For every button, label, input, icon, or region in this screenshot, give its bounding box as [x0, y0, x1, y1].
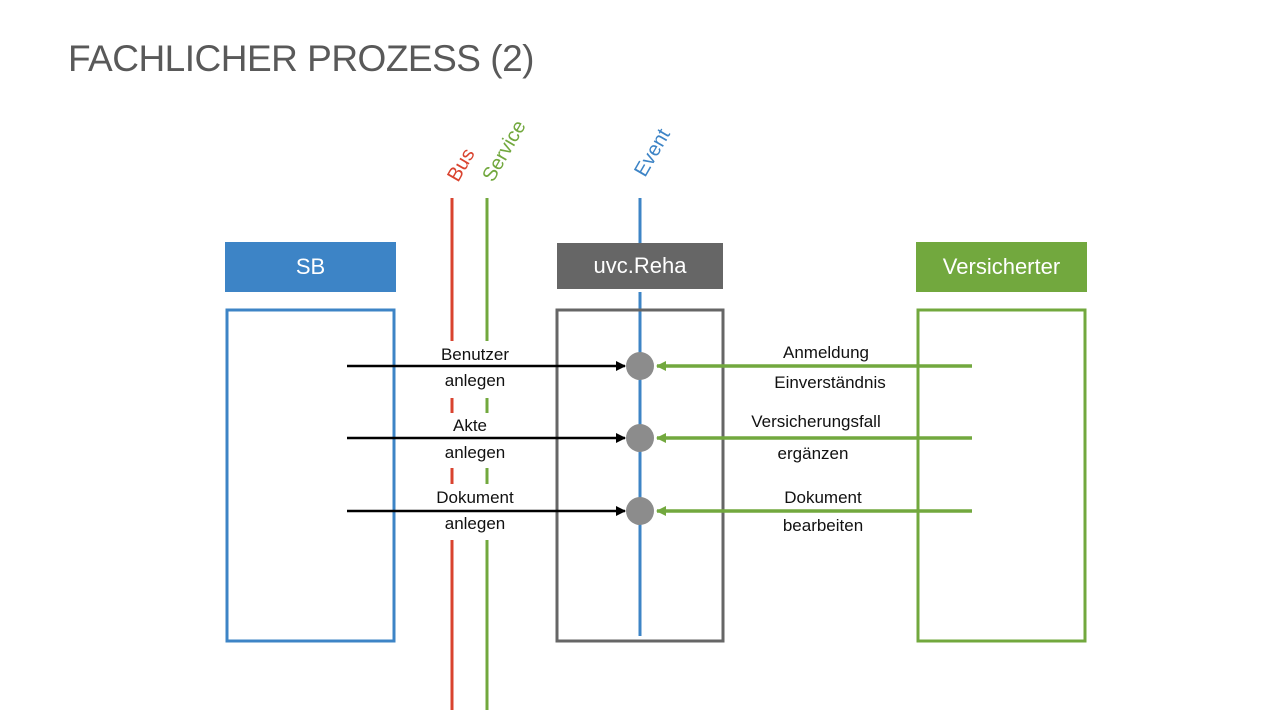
versicherter-box [916, 308, 1087, 643]
sb-header-label: SB [296, 254, 325, 279]
step-2-left-label-line-2: anlegen [445, 443, 506, 462]
versicherter-header-label: Versicherter [943, 254, 1060, 279]
event-node-3 [626, 497, 654, 525]
step-2-right-label-line-1: Versicherungsfall [751, 412, 880, 431]
uvc-reha-header-label: uvc.Reha [594, 253, 688, 278]
step-3-left-label-line-2: anlegen [445, 514, 506, 533]
versicherter-header [916, 242, 1087, 292]
uvc-reha-header [557, 243, 723, 289]
step-3-left-label-line-1: Dokument [436, 488, 514, 507]
event-node-1 [626, 352, 654, 380]
lane-label-event: Event [630, 125, 675, 181]
lane-label-bus: Bus [443, 145, 479, 186]
step-3-right-label-line-1: Dokument [784, 488, 862, 507]
sb-box [225, 308, 396, 643]
page-title: FACHLICHER PROZESS (2) [68, 38, 534, 79]
step-1-right-label-line-2: Einverständnis [774, 373, 886, 392]
uvc-reha-box [555, 308, 725, 643]
step-1-left-label-line-1: Benutzer [441, 345, 509, 364]
step-2-left-label-line-1: Akte [453, 416, 487, 435]
lane-label-service: Service [478, 117, 530, 186]
event-node-2 [626, 424, 654, 452]
step-3-right-label-line-2: bearbeiten [783, 516, 863, 535]
step-1-left-label-line-2: anlegen [445, 371, 506, 390]
sb-header [225, 242, 396, 292]
step-1-right-label-line-1: Anmeldung [783, 343, 869, 362]
step-2-right-label-line-2: ergänzen [778, 444, 849, 463]
